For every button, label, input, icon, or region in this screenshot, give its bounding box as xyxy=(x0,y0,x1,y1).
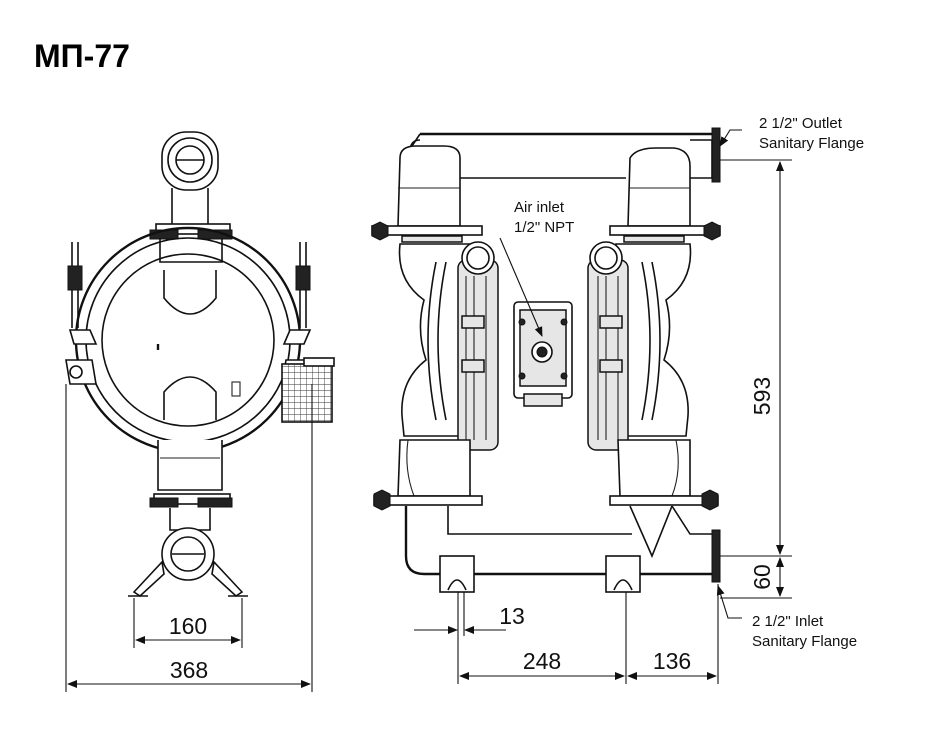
muffler xyxy=(281,363,333,423)
side-view xyxy=(65,131,335,692)
inlet-manifold xyxy=(404,506,714,576)
left-chamber xyxy=(398,243,471,437)
front-view xyxy=(371,127,792,684)
dim-593: 593 xyxy=(749,377,775,415)
inlet-label-line2: Sanitary Flange xyxy=(752,633,857,650)
dim-136: 136 xyxy=(653,648,691,674)
air-inlet-label-line2: 1/2" NPT xyxy=(514,219,574,236)
dim-368: 368 xyxy=(170,657,208,683)
inlet-flange xyxy=(711,529,721,583)
dim-160: 160 xyxy=(169,613,207,639)
right-chamber xyxy=(615,243,692,437)
inlet-label-line1: 2 1/2" Inlet xyxy=(752,613,824,630)
dim-60: 60 xyxy=(749,564,775,590)
page-title: МП-77 xyxy=(34,38,130,74)
outlet-flange xyxy=(711,127,721,183)
air-inlet-label-line1: Air inlet xyxy=(514,199,565,216)
outlet-label-line2: Sanitary Flange xyxy=(759,135,864,152)
dim-248: 248 xyxy=(523,648,561,674)
dim-13: 13 xyxy=(499,603,525,629)
outlet-label-line1: 2 1/2" Outlet xyxy=(759,115,843,132)
